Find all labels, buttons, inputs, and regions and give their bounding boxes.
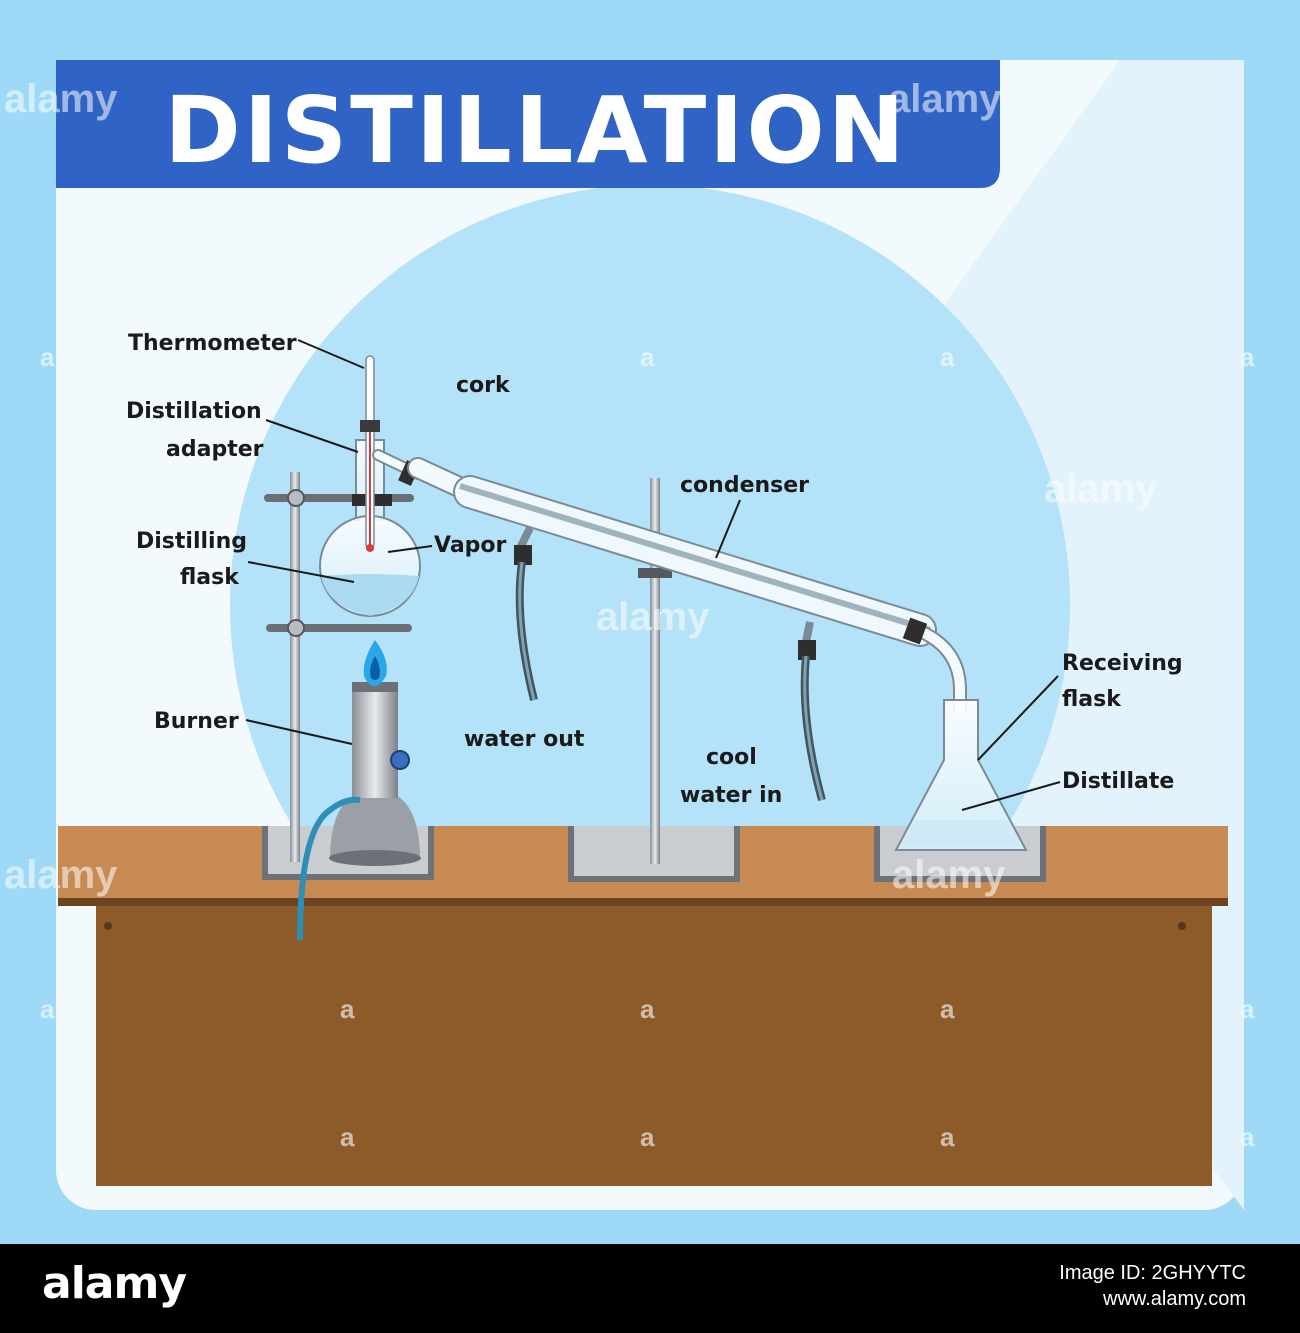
thermometer-leader [297,339,365,369]
condenser-stand [568,478,740,882]
label-cool-water-in-line2: water in [680,783,782,808]
label-distillation-adapter-line1: Distillation [126,399,262,424]
label-water-out: water out [464,727,585,752]
footer-brand-logo: alamy [42,1258,187,1309]
title-band [56,60,1000,188]
watermark-mark: a [40,342,55,372]
distillate-leader [961,781,1061,811]
diagram-canvas: DISTILLATION [0,0,1300,1244]
label-receiving-flask-line1: Receiving [1062,651,1183,676]
label-distillate: Distillate [1062,769,1174,794]
watermark-mark: a [940,1122,955,1152]
table-body [96,900,1212,1186]
condenser-leader [715,499,741,559]
table-screw-left [104,922,112,930]
footer-image-info: Image ID: 2GHYYTC www.alamy.com [1059,1260,1246,1312]
watermark-overlay: alamy alamy alamy alamy alamy alamy a a … [4,77,1255,1152]
label-cool-water-in-line1: cool [706,745,757,770]
table-edge [58,898,1228,906]
burner [297,682,421,941]
footer-site-url: www.alamy.com [1103,1288,1246,1310]
distilling-flask-leader [247,561,355,583]
diagram-title: DISTILLATION [164,77,907,184]
footer-image-id: Image ID: 2GHYYTC [1059,1262,1246,1284]
label-thermometer: Thermometer [128,331,297,356]
table-screw-right [1178,922,1186,930]
watermark-mark: a [640,1122,655,1152]
watermark-text: alamy [4,77,118,121]
watermark-text: alamy [1044,467,1158,511]
label-distillation-adapter-line2: adapter [166,437,264,462]
watermark-mark: a [340,1122,355,1152]
burner-leader [245,719,353,745]
watermark-mark: a [40,994,55,1024]
label-distilling-flask-line2: flask [180,565,240,590]
label-cork: cork [456,373,511,398]
watermark-text: alamy [892,853,1006,897]
watermark-mark: a [1240,342,1255,372]
label-burner: Burner [154,709,239,734]
footer-bar: alamy Image ID: 2GHYYTC www.alamy.com [0,1244,1300,1333]
flame [363,640,387,686]
watermark-mark: a [1240,994,1255,1024]
watermark-mark: a [640,342,655,372]
distillation-adapter-leader [265,419,359,453]
receiving-flask [874,617,1046,882]
watermark-mark: a [640,994,655,1024]
condenser [453,475,937,660]
label-distilling-flask-line1: Distilling [136,529,247,554]
watermark-mark: a [940,994,955,1024]
vapor-leader [387,545,433,553]
watermark-text: alamy [888,77,1002,121]
label-vapor: Vapor [434,533,507,558]
watermark-text: alamy [596,595,710,639]
label-condenser: condenser [680,473,809,498]
receiving-flask-leader [977,675,1059,761]
watermark-text: alamy [4,853,118,897]
label-receiving-flask-line2: flask [1062,687,1122,712]
watermark-mark: a [940,342,955,372]
watermark-mark: a [340,994,355,1024]
watermark-mark: a [1240,1122,1255,1152]
